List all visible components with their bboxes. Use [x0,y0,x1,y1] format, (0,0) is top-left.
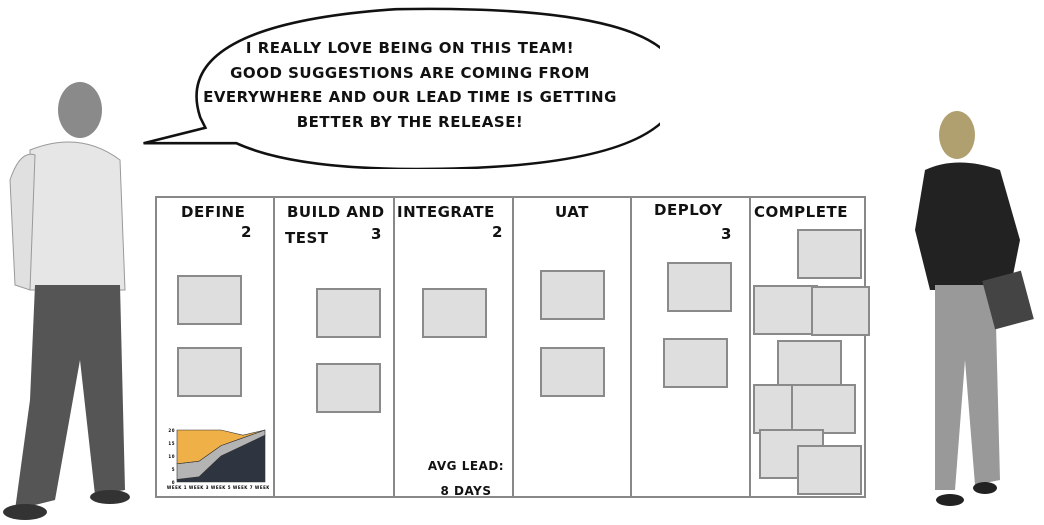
speech-line: Good suggestions are coming from [230,63,590,82]
column-uat [514,198,632,496]
work-card[interactable] [797,445,862,495]
column-build-and-test [275,198,395,496]
avg-lead-value: 8 days [440,484,492,498]
speech-bubble-text: I really love being on this team! Good s… [200,36,620,134]
speech-bubble [143,7,660,169]
column-integrate [395,198,514,496]
woman-figure [915,111,1034,506]
x-tick-label: Week 5 [211,485,231,490]
work-card[interactable] [177,347,242,397]
column-title: Test [285,229,329,247]
work-card[interactable] [777,340,842,390]
work-card[interactable] [540,347,605,397]
x-tick-label: Week 9 [255,485,269,490]
x-tick-label: Week 1 [167,485,187,490]
y-tick-label: 5 [172,467,175,472]
work-card[interactable] [316,288,381,338]
column-title: Define [181,203,246,221]
man-figure [3,82,130,520]
work-card[interactable] [540,270,605,320]
cumulative-flow-chart: 0 5 10 15 20Week 1Week 3Week 5Week 7Week 9 [167,428,269,490]
speech-line: I really love being on this team! [245,39,575,57]
speech-line: everywhere and our lead time is getting [203,88,617,106]
work-card[interactable] [422,288,487,338]
y-tick-label: 10 [168,454,175,459]
column-count: 3 [371,225,382,243]
y-tick-label: 0 [172,480,175,485]
column-count: 2 [492,223,503,241]
work-card[interactable] [177,275,242,325]
work-card[interactable] [667,262,732,312]
column-title: Build and [287,203,385,221]
column-title: Integrate [397,203,495,221]
column-count: 2 [241,223,252,241]
work-card[interactable] [753,384,795,434]
avg-lead-label: Avg lead: [427,459,505,473]
kanban-board: Define 2 Build and Test 3 Integrate 2 UA… [155,196,870,498]
work-card[interactable] [811,286,870,336]
column-title: UAT [555,203,589,221]
column-count: 3 [721,225,732,243]
speech-line: better by the release! [296,112,524,131]
work-card[interactable] [753,285,818,335]
column-define [157,198,275,496]
column-deploy [632,198,751,496]
work-card[interactable] [791,384,856,434]
work-card[interactable] [797,229,862,279]
x-tick-label: Week 7 [233,485,253,490]
work-card[interactable] [316,363,381,413]
x-tick-label: Week 3 [189,485,209,490]
column-title: Deploy [654,201,723,219]
y-tick-label: 20 [168,428,175,433]
area-series-backlog [176,429,266,465]
column-title: Complete [754,203,848,221]
work-card[interactable] [663,338,728,388]
y-tick-label: 15 [168,441,175,446]
